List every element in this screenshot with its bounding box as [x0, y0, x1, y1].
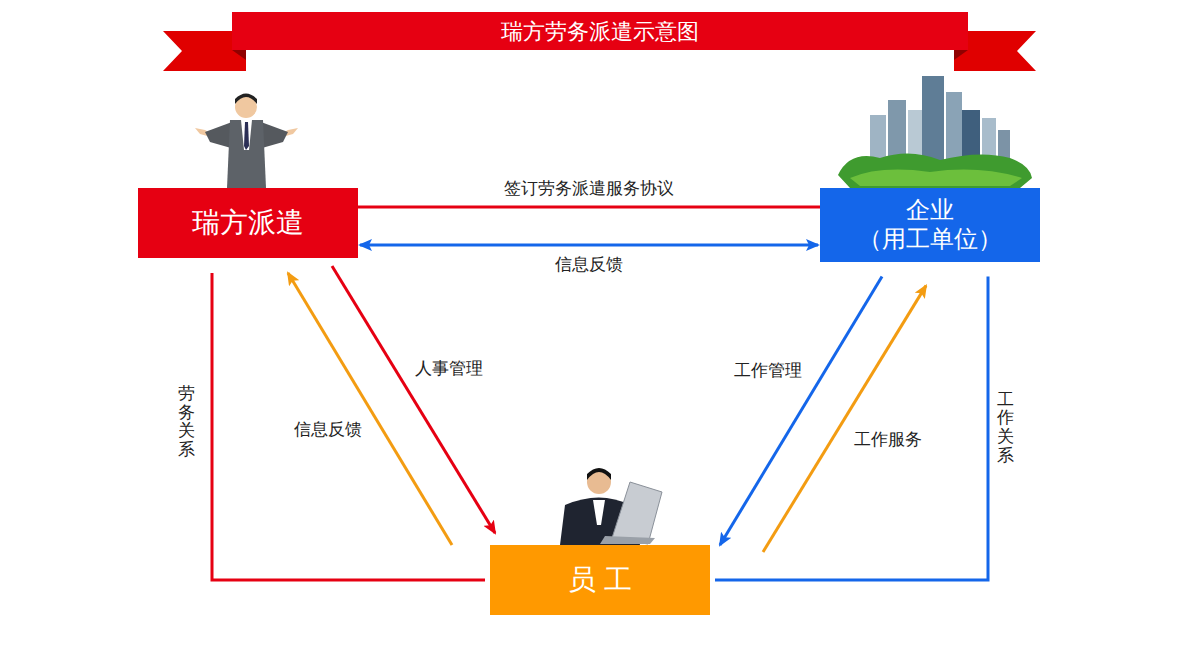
building: [922, 76, 944, 166]
edge-label: 人事管理: [412, 358, 486, 380]
hair: [587, 468, 611, 480]
laptop-base: [600, 536, 655, 544]
relation-line: [212, 273, 485, 580]
employee-figure: [560, 468, 662, 545]
building: [946, 92, 962, 166]
diagram-title: 瑞方劳务派遣示意图: [232, 14, 968, 50]
ribbon-fold: [232, 50, 246, 60]
relation-line: [715, 277, 988, 580]
company-box: 企业 （用工单位）: [820, 188, 1040, 262]
edge-label: 劳务关系: [177, 383, 196, 462]
businessman-figure: [195, 94, 298, 189]
hair: [235, 94, 257, 105]
edge-label: 信息反馈: [291, 419, 365, 441]
edge-label: 信息反馈: [552, 254, 626, 276]
edge-label: 签订劳务派遣服务协议: [501, 178, 677, 200]
city-buildings: [838, 76, 1032, 188]
shirt: [593, 500, 605, 525]
flow-arrow: [763, 286, 926, 552]
tie: [244, 122, 249, 150]
edge-label: 工作服务: [851, 429, 925, 451]
node-label: 企业 （用工单位）: [850, 196, 1010, 254]
ribbon-band: [232, 12, 968, 50]
shirt: [241, 120, 252, 150]
tree-base: [838, 153, 1032, 188]
ribbon-fold: [954, 50, 968, 60]
employee-box: 员 工: [490, 545, 710, 615]
title-ribbon: [163, 12, 1036, 71]
tree-base: [850, 170, 1022, 186]
laptop: [612, 482, 662, 544]
suit: [227, 120, 266, 188]
node-label: 瑞方派遣: [192, 206, 304, 240]
agency-box: 瑞方派遣: [138, 188, 358, 258]
flow-arrow: [332, 266, 495, 533]
edge-label: 工作管理: [731, 360, 805, 382]
flow-arrow: [360, 244, 818, 247]
flow-arrow: [288, 273, 452, 545]
flow-arrow: [720, 277, 882, 545]
relation-line: [358, 206, 820, 209]
node-label: 员 工: [568, 563, 632, 597]
edge-label: 工作关系: [996, 388, 1015, 467]
